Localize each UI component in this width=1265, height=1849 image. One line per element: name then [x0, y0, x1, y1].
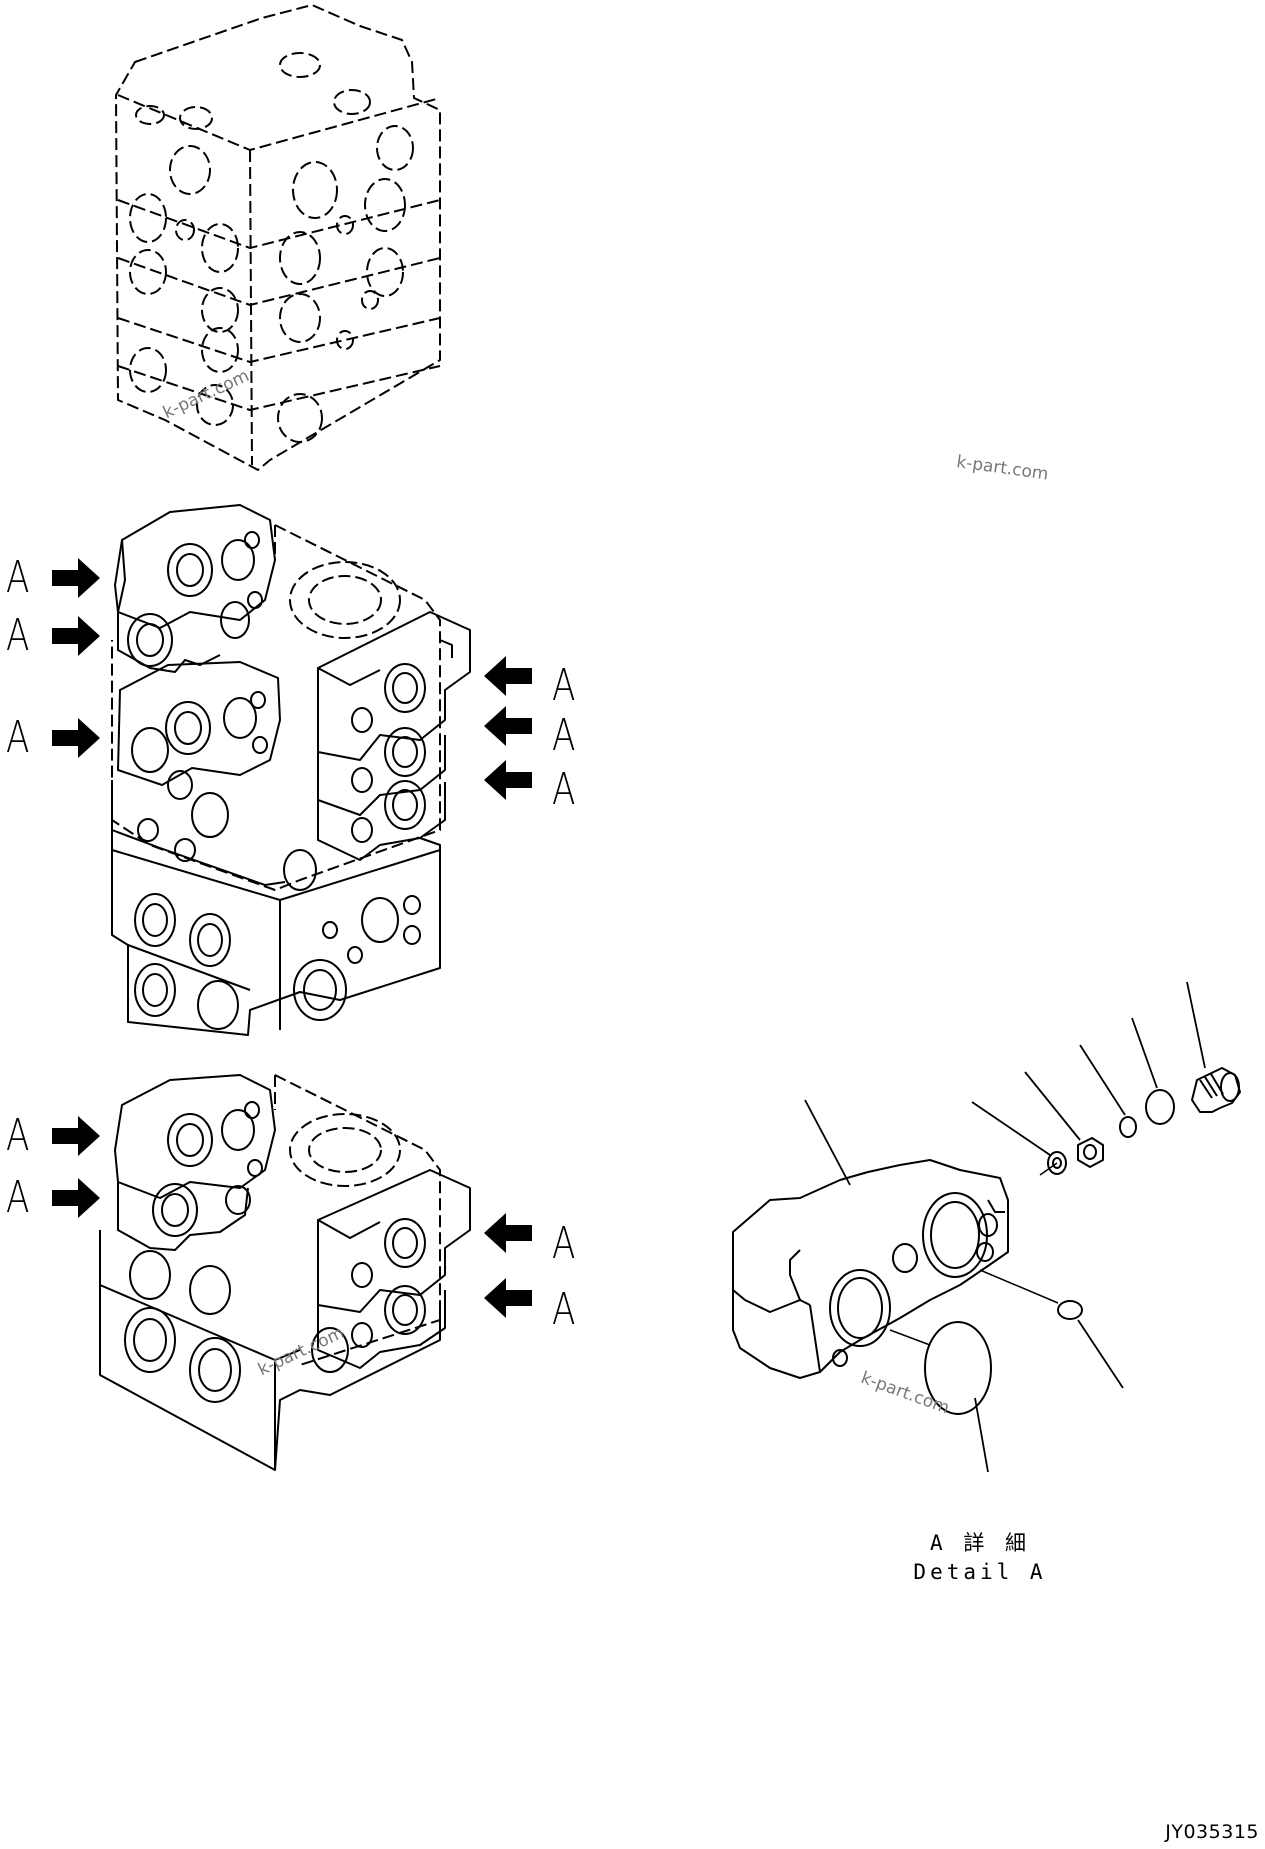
pointer-arrows: [52, 558, 532, 1318]
arrow-left-icon: [484, 706, 532, 746]
arrow-left-icon: [484, 760, 532, 800]
detail-caption-japanese: A 詳 細: [930, 1531, 1030, 1555]
bottom-valve-assembly: [99, 1074, 471, 1471]
arrow-right-icon: [52, 1116, 100, 1156]
small-seal: [1119, 1116, 1137, 1138]
callout-a: A: [552, 1218, 576, 1269]
arrow-right-icon: [52, 558, 100, 598]
arrow-left-icon: [484, 656, 532, 696]
callout-a: A: [6, 610, 30, 661]
callout-a: A: [6, 552, 30, 603]
arrow-right-icon: [52, 1178, 100, 1218]
detail-a-caption: A 詳 細 Detail A: [905, 1529, 1055, 1587]
callout-a: A: [552, 660, 576, 711]
top-valve-assembly: [115, 4, 441, 471]
arrow-left-icon: [484, 1213, 532, 1253]
middle-valve-assembly: [111, 504, 471, 1036]
plug: [1191, 1067, 1241, 1113]
nut: [1077, 1137, 1104, 1168]
callout-a: A: [6, 1172, 30, 1223]
drawing-number: JY035315: [1165, 1821, 1259, 1843]
callout-a: A: [552, 710, 576, 761]
callout-a: A: [6, 1110, 30, 1161]
arrow-right-icon: [52, 616, 100, 656]
callout-a: A: [552, 1284, 576, 1335]
arrow-left-icon: [484, 1278, 532, 1318]
bottom-left-covers: [114, 1074, 276, 1251]
o-ring: [1145, 1089, 1175, 1125]
middle-left-covers: [114, 504, 281, 786]
large-o-ring: [924, 1321, 992, 1415]
arrow-right-icon: [52, 718, 100, 758]
small-o-ring: [1057, 1300, 1083, 1320]
bottom-right-covers: [317, 1169, 471, 1369]
callout-a: A: [6, 712, 30, 763]
detail-a-exploded-view: [732, 981, 1241, 1473]
middle-right-covers: [317, 611, 471, 861]
detail-caption-english: Detail A: [913, 1560, 1047, 1584]
callout-a: A: [552, 764, 576, 815]
washer: [1047, 1151, 1067, 1175]
